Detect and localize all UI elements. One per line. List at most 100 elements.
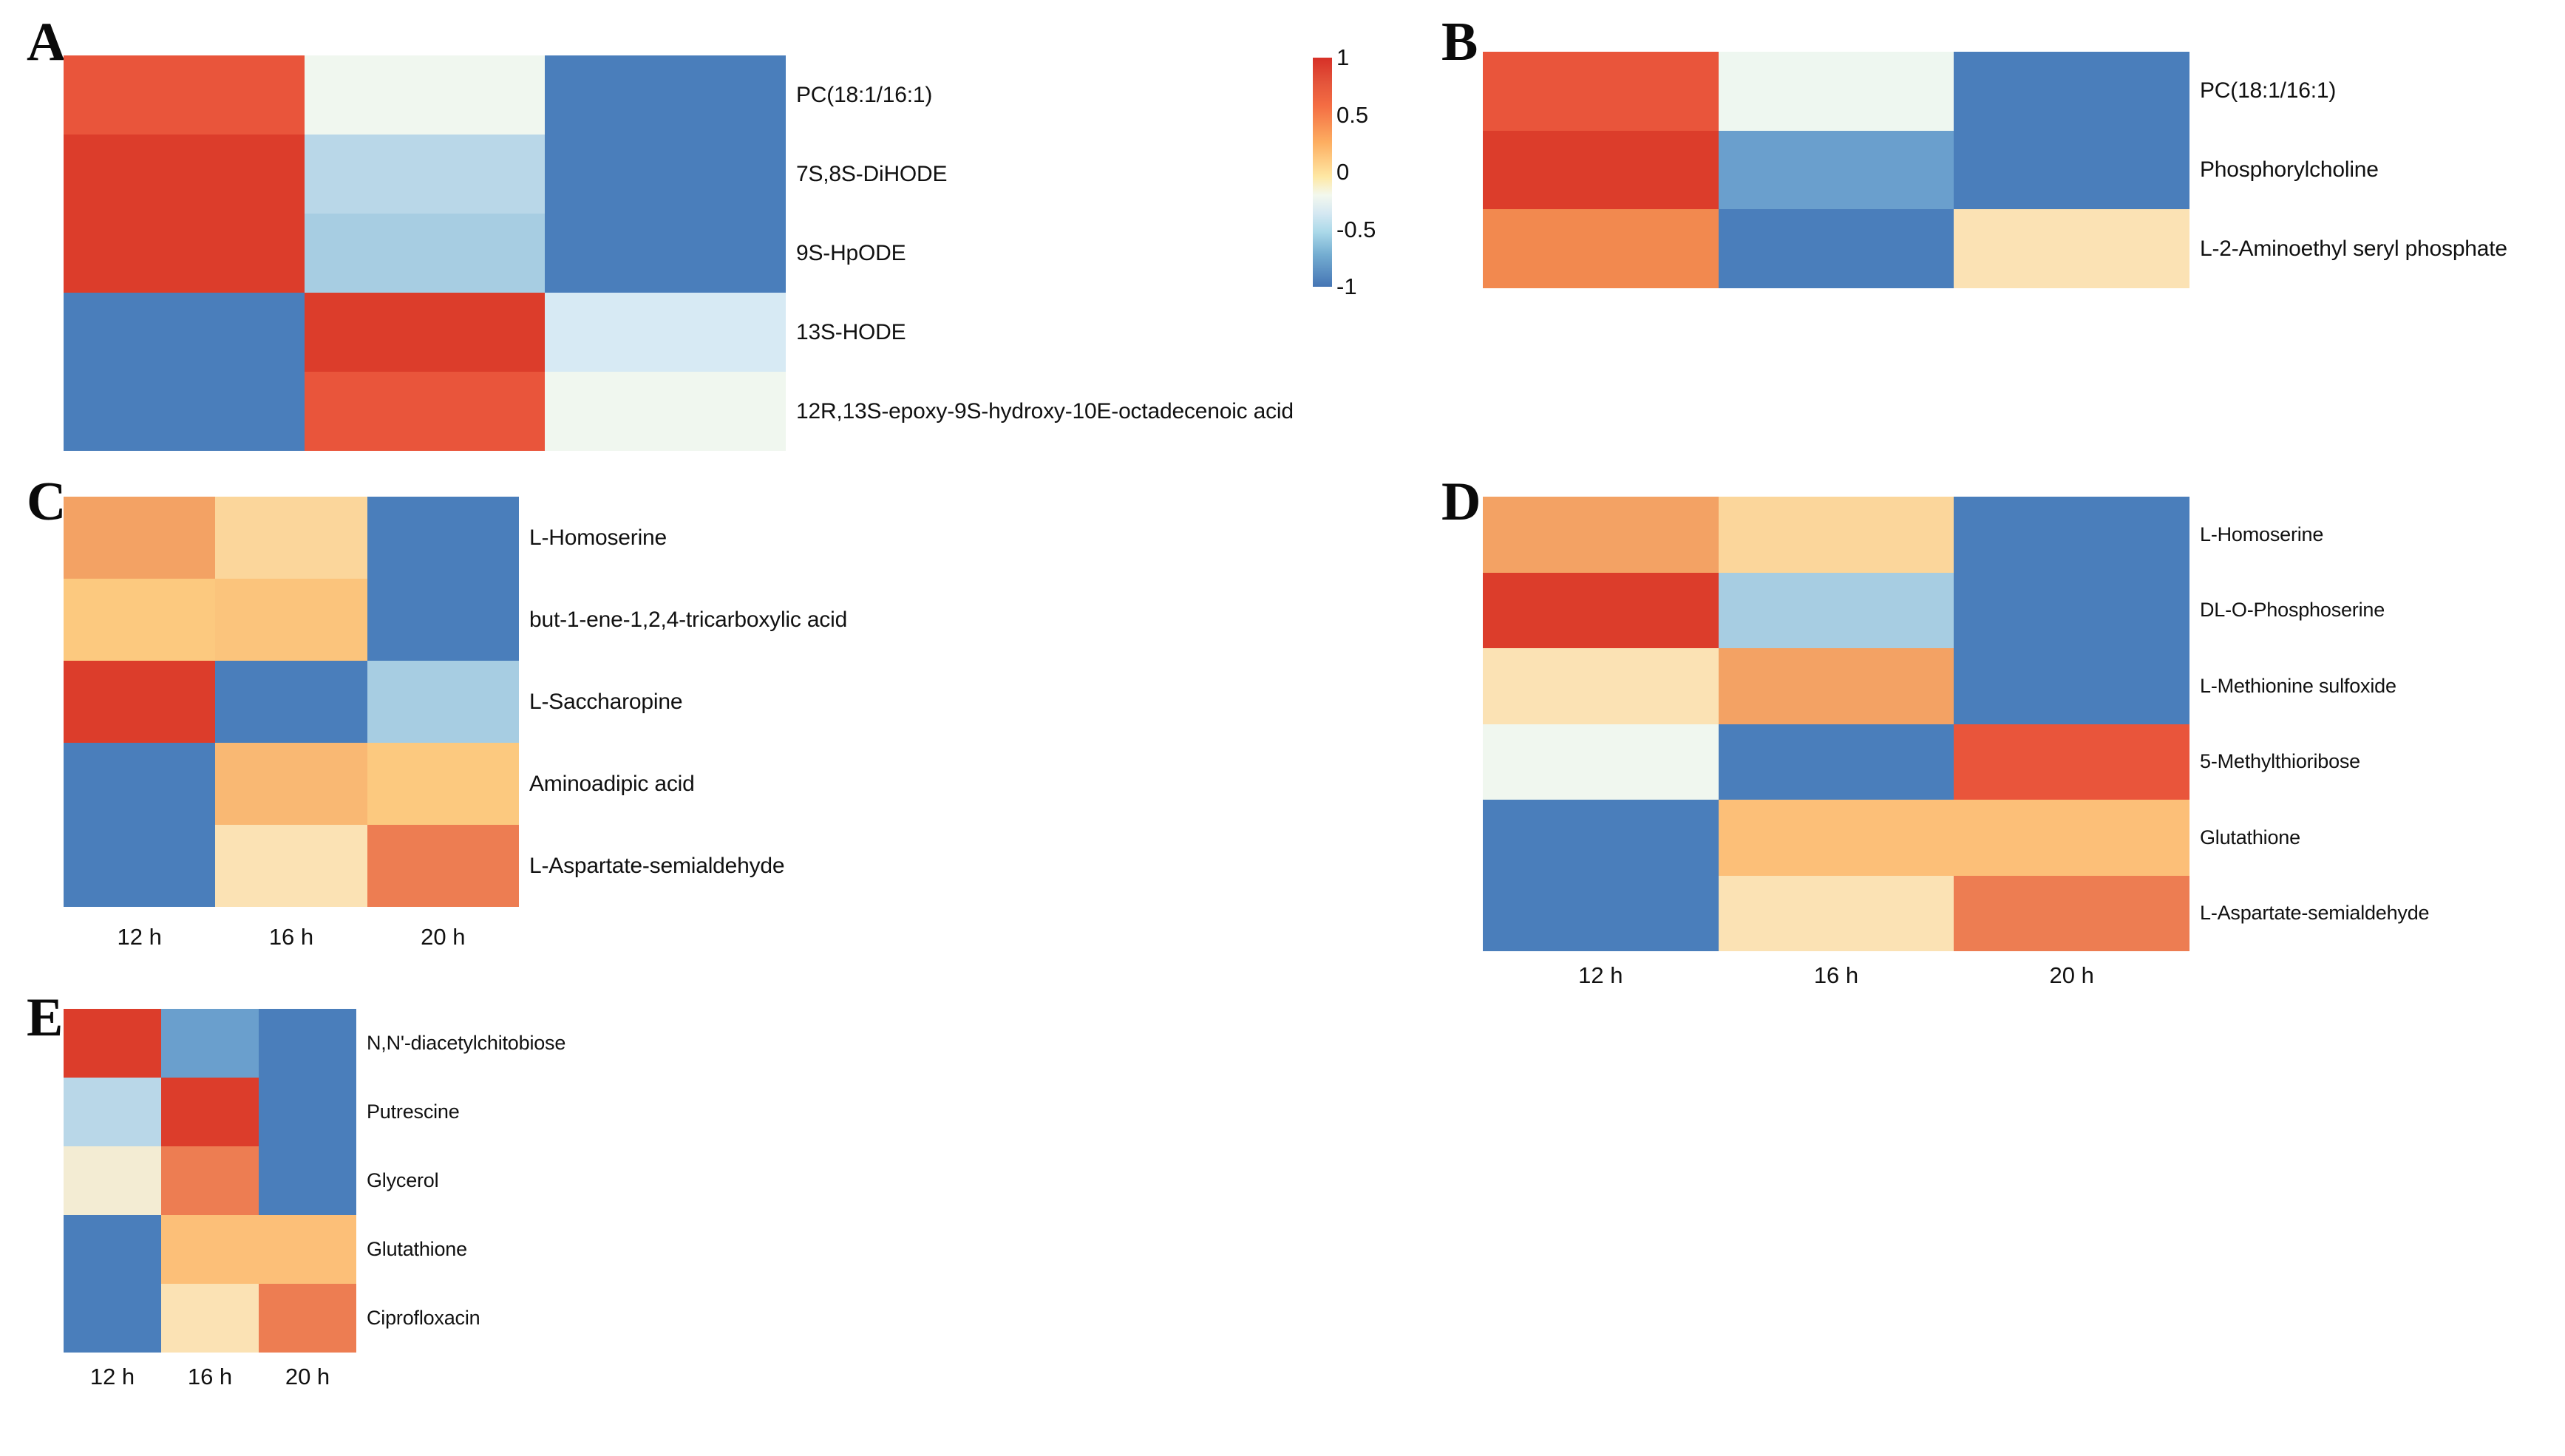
heatmap-cell <box>1718 572 1954 648</box>
panel-e-heatmap <box>64 1009 356 1353</box>
heatmap-row-label: 7S,8S-DiHODE <box>796 161 948 186</box>
heatmap-cell <box>1483 497 1719 573</box>
heatmap-cell <box>1718 648 1954 724</box>
panel-a-heatmap <box>64 55 786 451</box>
heatmap-column-label: 12 h <box>89 1364 135 1389</box>
heatmap-column-label: 16 h <box>1813 962 1859 988</box>
panel-e-letter: E <box>27 987 64 1048</box>
heatmap-cell <box>304 214 546 293</box>
panel-e-column-labels: 12 h 16 h 20 h <box>64 1364 356 1401</box>
heatmap-column-label: 16 h <box>268 924 314 950</box>
heatmap-cell <box>161 1215 259 1284</box>
heatmap-cell <box>64 1215 161 1284</box>
heatmap-cell <box>1483 572 1719 648</box>
heatmap-cell <box>64 1009 161 1078</box>
heatmap-column-label: 20 h <box>2049 962 2094 988</box>
heatmap-row-label: N,N'-diacetylchitobiose <box>367 1032 566 1054</box>
heatmap-row-label: PC(18:1/16:1) <box>796 82 933 107</box>
heatmap-cell <box>161 1146 259 1215</box>
heatmap-row-label: L-Saccharopine <box>529 689 683 714</box>
heatmap-row-label: Glycerol <box>367 1169 439 1191</box>
heatmap-cell <box>1483 130 1719 210</box>
heatmap-cell <box>64 214 305 293</box>
heatmap-row-label: 5-Methylthioribose <box>2200 750 2361 773</box>
heatmap-cell <box>1954 875 2189 951</box>
heatmap-cell <box>367 825 519 907</box>
heatmap-row-label: L-2-Aminoethyl seryl phosphate <box>2200 236 2507 261</box>
heatmap-cell <box>1483 52 1719 131</box>
heatmap-cell <box>259 1146 356 1215</box>
heatmap-cell <box>64 1284 161 1353</box>
heatmap-row-label: Phosphorylcholine <box>2200 157 2379 182</box>
heatmap-cell <box>64 1146 161 1215</box>
heatmap-row-label: PC(18:1/16:1) <box>2200 78 2337 103</box>
heatmap-cell <box>64 497 216 579</box>
heatmap-cell <box>367 661 519 743</box>
heatmap-cell <box>1483 648 1719 724</box>
heatmap-cell <box>215 825 367 907</box>
heatmap-cell <box>64 1078 161 1146</box>
heatmap-cell <box>1483 875 1719 951</box>
heatmap-cell <box>64 293 305 372</box>
heatmap-row-label: Glutathione <box>367 1238 467 1260</box>
colorbar-tick-label: 1 <box>1336 44 1350 70</box>
heatmap-cell <box>304 55 546 135</box>
heatmap-cell <box>367 497 519 579</box>
heatmap-cell <box>215 661 367 743</box>
heatmap-cell <box>1954 800 2189 876</box>
heatmap-row-label: Glutathione <box>2200 826 2300 848</box>
heatmap-cell <box>1718 875 1954 951</box>
heatmap-cell <box>215 497 367 579</box>
heatmap-column-label: 20 h <box>421 924 466 950</box>
heatmap-cell <box>64 579 216 661</box>
heatmap-cell <box>161 1284 259 1353</box>
heatmap-cell <box>1483 724 1719 800</box>
heatmap-row-label: Putrescine <box>367 1100 460 1123</box>
heatmap-row-label: 13S-HODE <box>796 319 906 344</box>
heatmap-cell <box>1954 648 2189 724</box>
heatmap-cell <box>545 293 786 372</box>
heatmap-cell <box>545 372 786 451</box>
colorbar-tick-label: 0 <box>1336 159 1350 185</box>
heatmap-cell <box>1954 130 2189 210</box>
heatmap-cell <box>215 579 367 661</box>
heatmap-cell <box>304 293 546 372</box>
heatmap-cell <box>367 743 519 825</box>
panel-b-letter: B <box>1441 12 1478 72</box>
heatmap-cell <box>1954 572 2189 648</box>
heatmap-cell <box>1954 724 2189 800</box>
panel-a-letter: A <box>27 12 67 72</box>
heatmap-cell <box>545 135 786 214</box>
heatmap-cell <box>304 135 546 214</box>
heatmap-cell <box>1483 209 1719 288</box>
heatmap-cell <box>215 743 367 825</box>
heatmap-column-label: 20 h <box>285 1364 330 1389</box>
panel-c-letter: C <box>27 472 67 532</box>
heatmap-column-label: 16 h <box>187 1364 233 1389</box>
heatmap-row-label: L-Methionine sulfoxide <box>2200 674 2396 697</box>
heatmap-row-label: 12R,13S-epoxy-9S-hydroxy-10E-octadecenoi… <box>796 398 1294 423</box>
heatmap-cell <box>1718 497 1954 573</box>
colorbar-tick-label: 0.5 <box>1336 101 1369 128</box>
heatmap-cell <box>64 743 216 825</box>
panel-d-letter: D <box>1441 472 1481 532</box>
heatmap-cell <box>259 1009 356 1078</box>
panel-d-heatmap <box>1483 497 2189 951</box>
heatmap-cell <box>1718 800 1954 876</box>
heatmap-cell <box>1718 209 1954 288</box>
heatmap-row-label: L-Aspartate-semialdehyde <box>2200 902 2430 925</box>
heatmap-row-label: but-1-ene-1,2,4-tricarboxylic acid <box>529 607 848 632</box>
heatmap-cell <box>1483 800 1719 876</box>
heatmap-row-label: Aminoadipic acid <box>529 771 695 796</box>
